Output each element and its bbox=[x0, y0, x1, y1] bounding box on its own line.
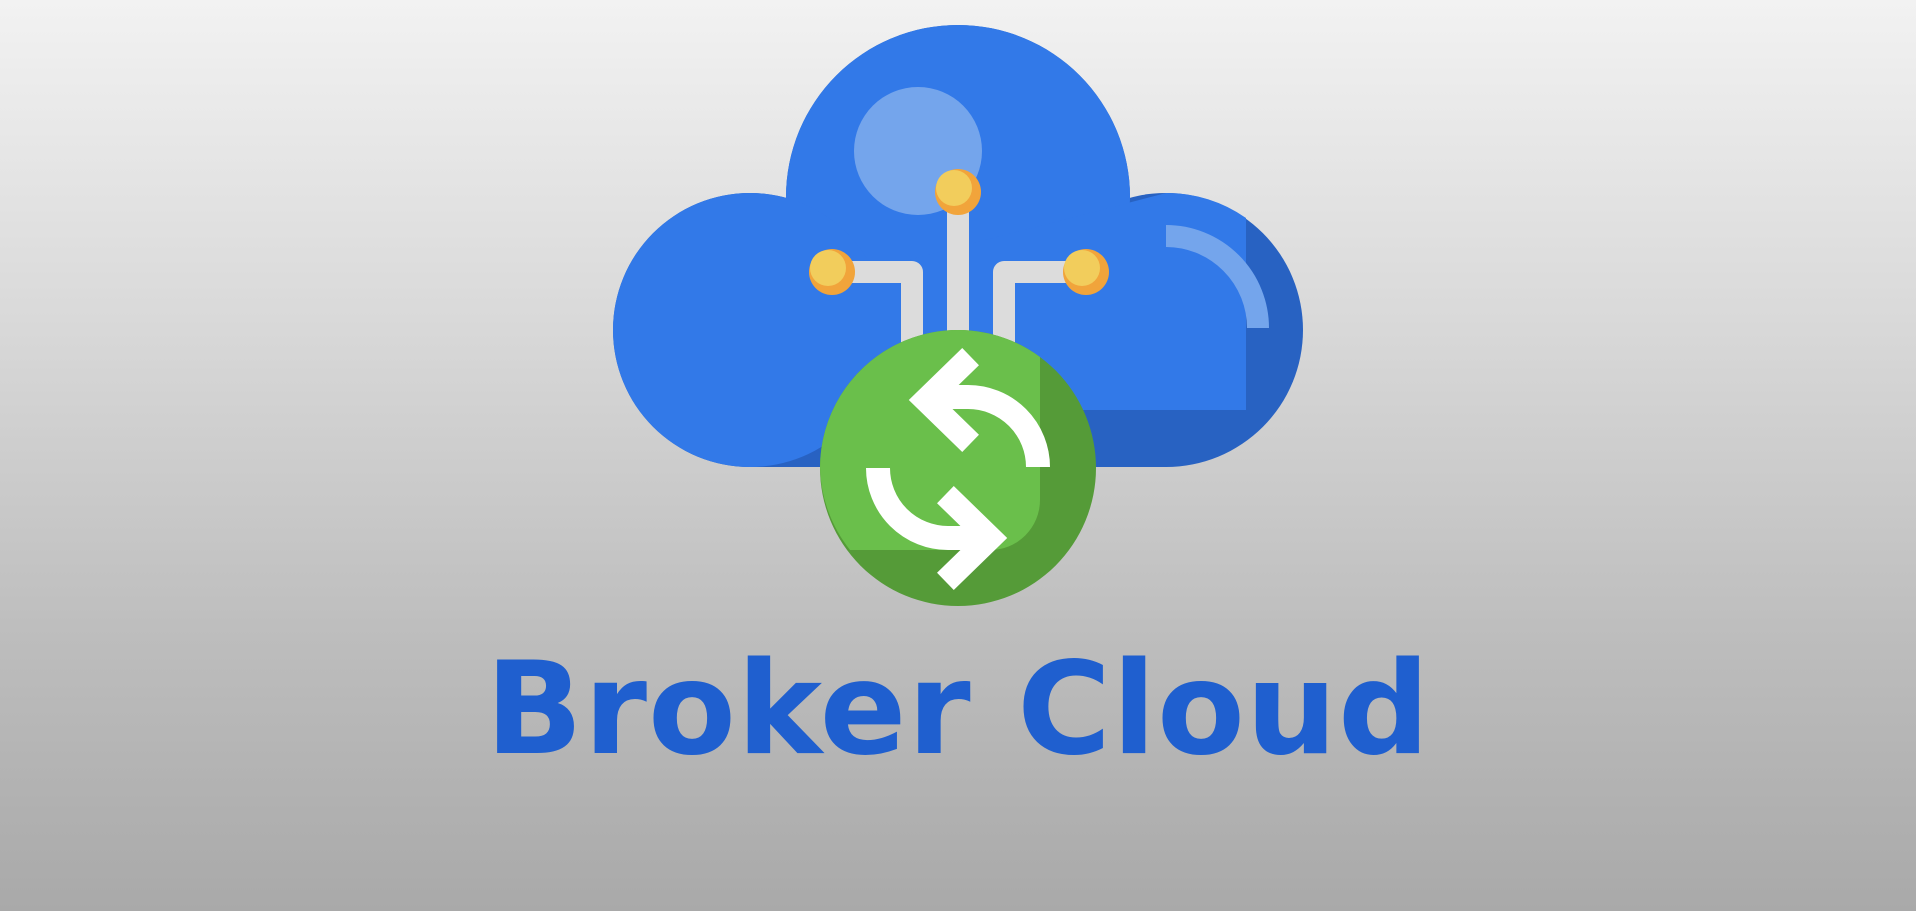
circuit-nodes bbox=[809, 169, 1109, 295]
sync-badge bbox=[820, 329, 1096, 606]
cloud-highlight-arc bbox=[1165, 225, 1269, 329]
circuit-wires bbox=[832, 195, 1084, 345]
brand-title: Broker Cloud bbox=[485, 635, 1431, 784]
sync-arrows-icon bbox=[866, 348, 1050, 590]
